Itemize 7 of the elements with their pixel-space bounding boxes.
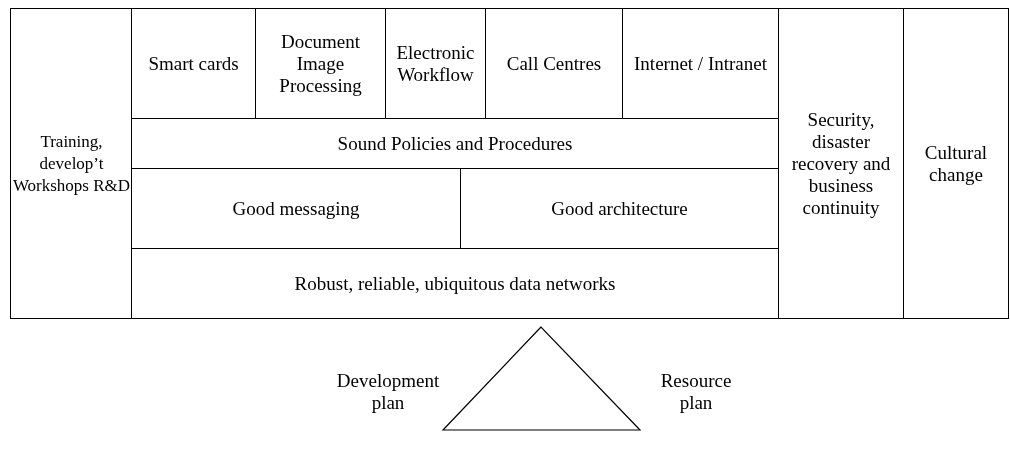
side-column-box: Cultural change bbox=[903, 8, 1009, 319]
triangle-corner-label: Resource plan bbox=[659, 370, 733, 414]
process-box: Smart cards bbox=[131, 8, 256, 119]
triangle-corner-label: Development plan bbox=[335, 370, 441, 414]
layer-box: Robust, reliable, ubiquitous data networks bbox=[131, 248, 779, 319]
side-column-box: Security, disaster recovery and business continuity bbox=[778, 8, 904, 319]
side-column-box: Training, develop’t Workshops R&D bbox=[10, 8, 133, 319]
